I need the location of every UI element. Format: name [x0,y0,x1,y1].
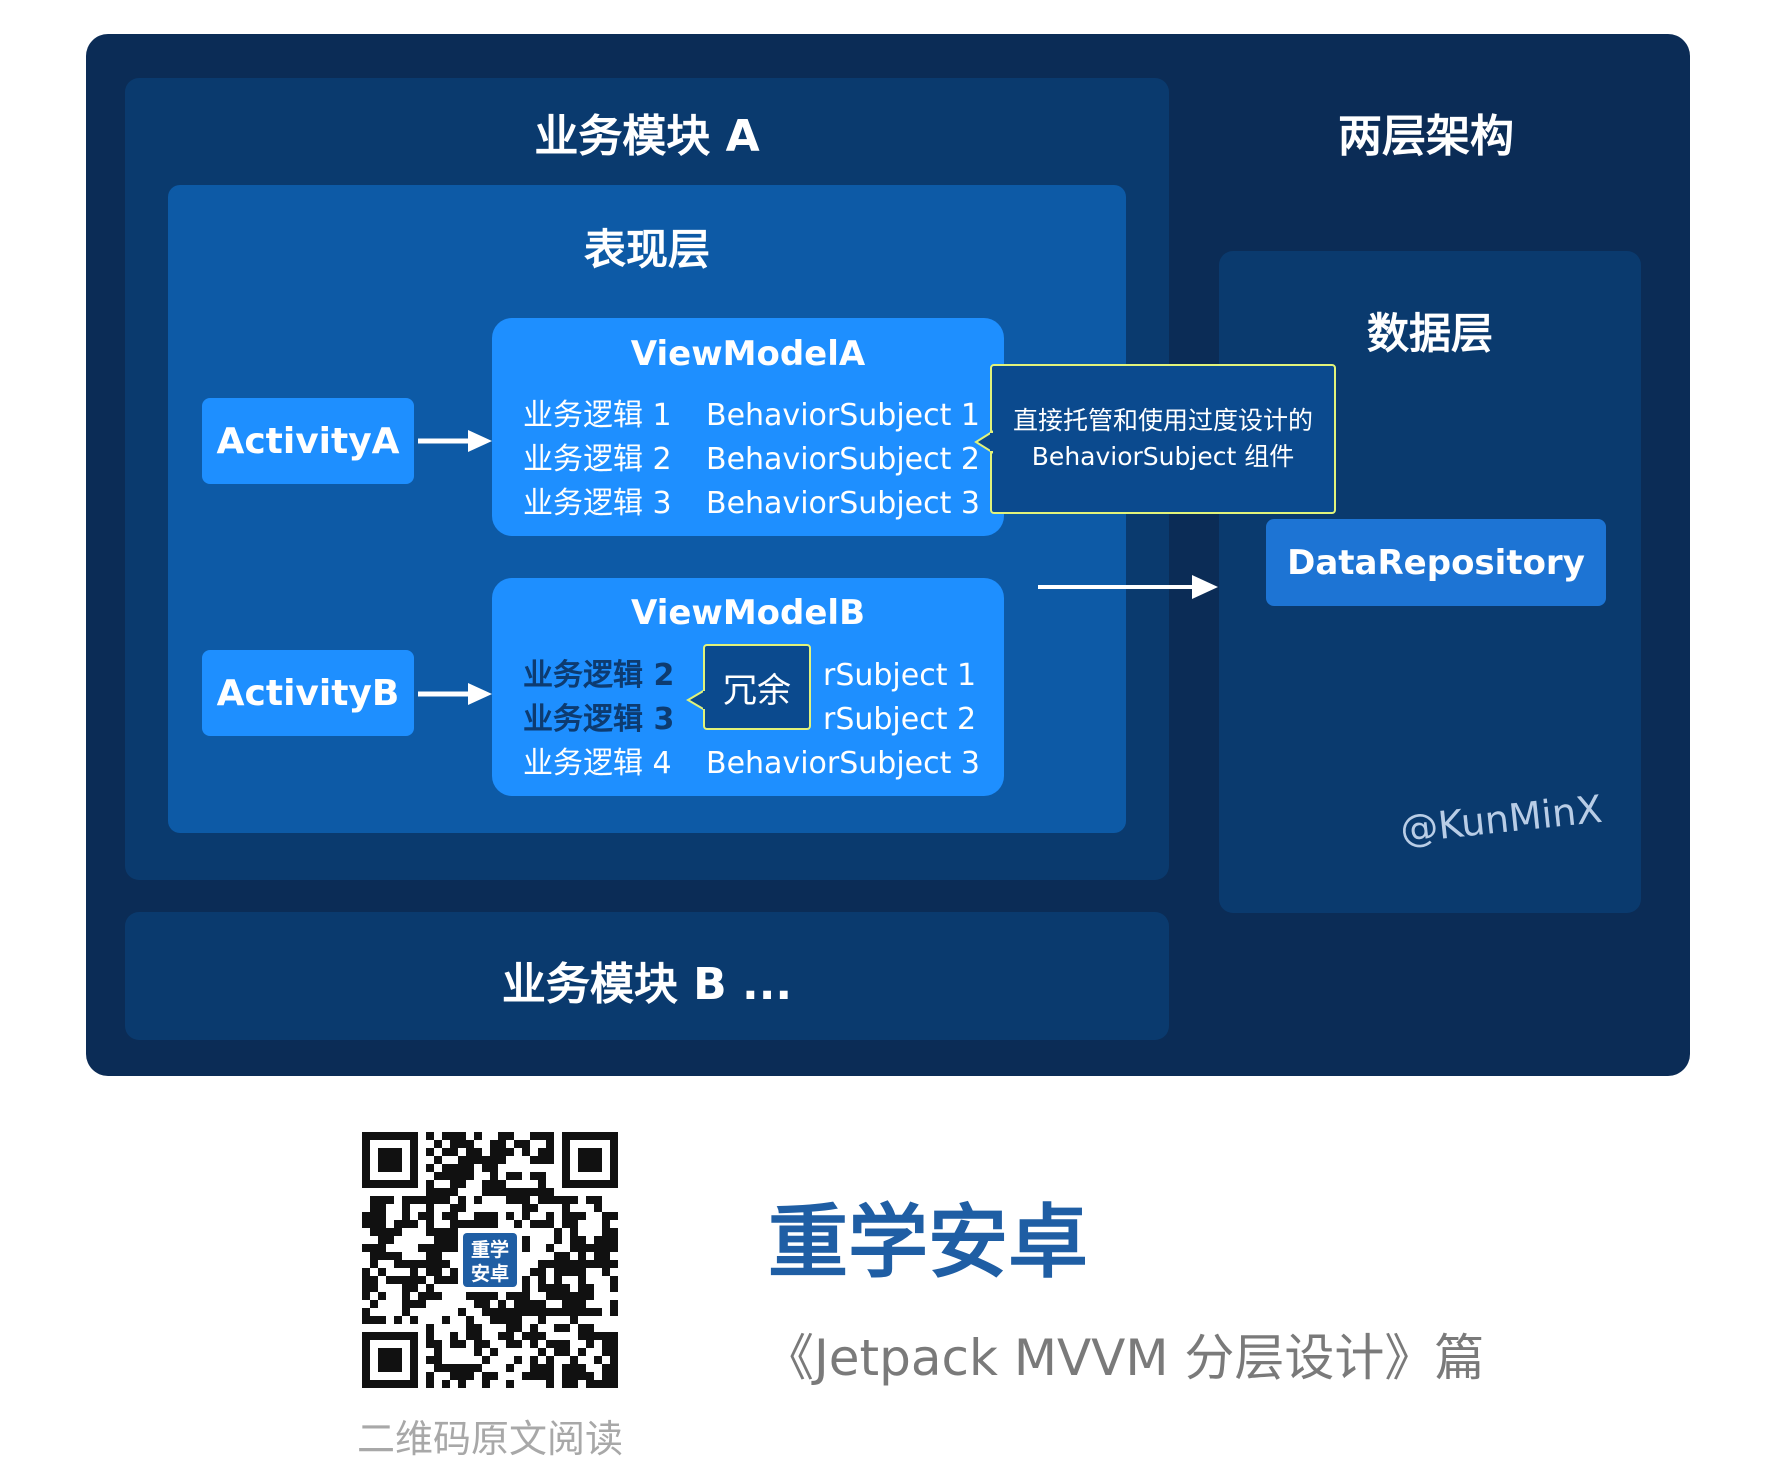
qr-logo-badge [463,1233,517,1287]
business-logic-label: 业务逻辑 4 [523,746,672,781]
business-module-b-title: 业务模块 B ... [501,959,793,1010]
arrow-presentation-to-data-layer [1038,575,1218,599]
behavior-subject-label: rSubject 2 [823,702,977,737]
behavior-subject-label: rSubject 1 [823,658,977,693]
business-module-b [125,912,1169,1040]
viewmodel-b-row: 业务逻辑 2 rSubject 1 [523,656,993,700]
viewmodel-b-row: 业务逻辑 3 rSubject 2 [523,700,993,744]
behavior-subject-label: BehaviorSubject 3 [706,486,980,521]
business-logic-label: 业务逻辑 1 [523,398,672,433]
business-logic-label: 业务逻辑 2 [523,442,672,477]
presentation-layer-title: 表现层 [583,225,710,274]
callout-note-line1: 直接托管和使用过度设计的 [1012,406,1313,435]
arrow-activity-b-to-viewmodel-b [418,683,492,705]
business-module-a-title: 业务模块 A [534,111,760,162]
viewmodel-b-rows: 业务逻辑 2 rSubject 1 业务逻辑 3 rSubject 2 业务逻辑… [523,656,993,788]
behavior-subject-label: BehaviorSubject 3 [706,746,980,781]
business-logic-label: 业务逻辑 2 [523,658,675,693]
activity-a-box: ActivityA [202,398,414,484]
viewmodel-a-row: 业务逻辑 2 BehaviorSubject 2 [523,440,993,484]
viewmodel-a-row: 业务逻辑 1 BehaviorSubject 1 [523,396,993,440]
arrow-activity-a-to-viewmodel-a [418,430,492,452]
architecture-title: 两层架构 [1338,111,1514,162]
brand-subtitle: 《Jetpack MVVM 分层设计》篇 [764,1329,1485,1387]
callout-note-line2: BehaviorSubject 组件 [1031,442,1295,471]
qr-logo-line1: 重学 [471,1238,509,1261]
data-layer-title: 数据层 [1366,309,1493,358]
viewmodel-b-row: 业务逻辑 4 BehaviorSubject 3 [523,744,993,788]
qr-logo-line2: 安卓 [471,1262,509,1285]
viewmodel-a-rows: 业务逻辑 1 BehaviorSubject 1 业务逻辑 2 Behavior… [523,396,993,528]
viewmodel-b-title: ViewModelB [631,593,865,633]
viewmodel-a-row: 业务逻辑 3 BehaviorSubject 3 [523,484,993,528]
viewmodel-a-box [492,318,1004,536]
viewmodel-a-title: ViewModelA [630,334,866,374]
behavior-subject-label: BehaviorSubject 1 [706,398,980,433]
callout-note: 直接托管和使用过度设计的 BehaviorSubject 组件 [990,364,1336,514]
behavior-subject-label: BehaviorSubject 2 [706,442,980,477]
qr-caption: 二维码原文阅读 [356,1417,623,1461]
activity-b-box: ActivityB [202,650,414,736]
data-repository-box: DataRepository [1266,519,1606,606]
business-logic-label: 业务逻辑 3 [523,486,672,521]
redundant-callout: 冗余 [703,644,811,730]
qr-code-icon: 重学 安卓 [362,1132,618,1388]
business-logic-label: 业务逻辑 3 [523,702,675,737]
brand-title: 重学安卓 [768,1195,1088,1289]
